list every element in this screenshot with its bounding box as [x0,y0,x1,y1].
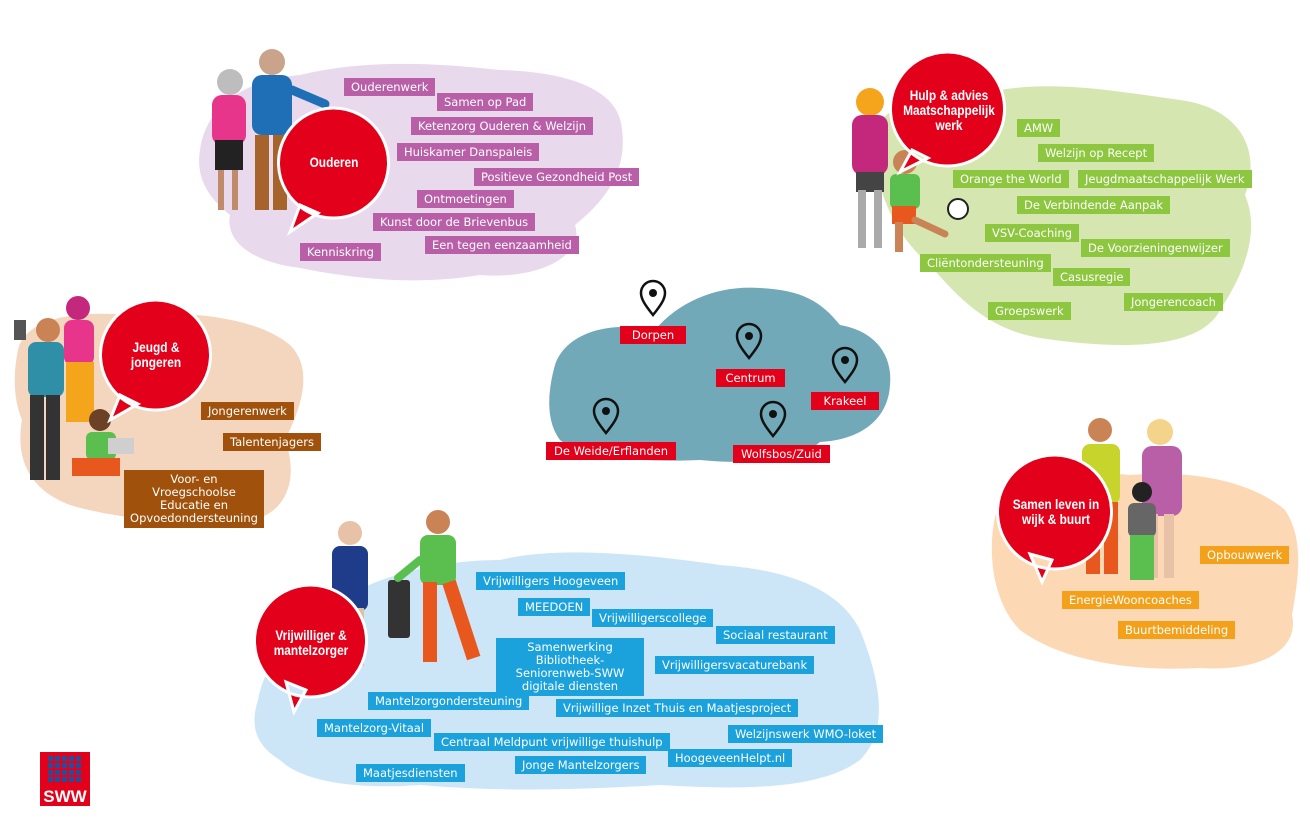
hulp-title: Hulp & advies Maatschappelijk werk [903,87,995,133]
vrijwilliger-tag[interactable]: Mantelzorgondersteuning [368,692,530,710]
ouderen-tag[interactable]: Samen op Pad [437,93,534,111]
vrijwilliger-tag[interactable]: Centraal Meldpunt vrijwillige thuishulp [434,733,670,751]
pin-icon [831,346,859,385]
hulp-tag[interactable]: VSV-Coaching [985,224,1080,242]
jeugd-bubble-shape [99,298,212,424]
vrijwilliger-tag[interactable]: MEEDOEN [518,598,591,616]
vrijwilliger-tag[interactable]: Jonge Mantelzorgers [515,756,647,774]
hulp-tag[interactable]: De Verbindende Aanpak [1017,196,1171,214]
samen-people-illustration [1082,418,1182,580]
location-label[interactable]: Centrum [716,369,785,387]
vrijwilliger-tag[interactable]: Samenwerking Bibliotheek-Seniorenweb-SWW… [496,638,644,696]
ouderen-tag[interactable]: Kunst door de Brievenbus [373,213,536,231]
samen-bubble-shape [996,453,1113,586]
hulp-tag[interactable]: Casusregie [1053,268,1131,286]
vrijwilliger-tag[interactable]: Sociaal restaurant [716,626,835,644]
vrijwilliger-tag[interactable]: HoogeveenHelpt.nl [668,749,793,767]
location-label[interactable]: De Weide/Erflanden [546,442,677,460]
location-label[interactable]: Krakeel [811,392,879,410]
hulp-tag[interactable]: Jeugdmaatschappelijk Werk [1078,170,1252,188]
location-label[interactable]: Wolfsbos/Zuid [733,445,830,463]
ouderen-tag[interactable]: Positieve Gezondheid Post [474,168,640,186]
hulp-tag[interactable]: Groepswerk [988,302,1071,320]
logo-text: SWW [43,787,87,806]
sww-logo: SWW [40,752,90,806]
samen-tag[interactable]: EnergieWooncoaches [1062,591,1199,609]
ouderen-tag[interactable]: Ouderenwerk [344,78,436,96]
location-label[interactable]: Dorpen [620,326,686,344]
samen-tag[interactable]: Opbouwwerk [1200,546,1290,564]
vrijwilliger-tag[interactable]: Vrijwilligerscollege [592,609,714,627]
hulp-tag[interactable]: De Voorzieningenwijzer [1081,239,1230,257]
pin-icon [592,397,620,436]
hulp-tag[interactable]: Cliëntondersteuning [920,254,1051,272]
ouderen-bubble-shape [277,106,390,236]
vrijwilliger-bubble-shape [253,583,368,717]
vrijwilliger-tag[interactable]: Welzijnswerk WMO-loket [728,725,884,743]
ouderen-tag[interactable]: Ontmoetingen [417,190,514,208]
pin-icon [639,279,667,318]
vrijwilliger-tag[interactable]: Vrijwillige Inzet Thuis en Maatjesprojec… [556,699,799,717]
jeugd-people-illustration [14,296,134,480]
ouderen-title: Ouderen [309,154,359,170]
ouderen-tag[interactable]: Een tegen eenzaamheid [425,236,579,254]
jeugd-tag[interactable]: Talentenjagers [223,433,321,451]
pin-icon [759,400,787,439]
jeugd-tag[interactable]: Voor- en Vroegschoolse Educatie en Opvoe… [124,470,264,528]
ouderen-tag[interactable]: Kenniskring [300,243,381,261]
vrijwilliger-tag[interactable]: Maatjesdiensten [356,764,465,782]
hulp-tag[interactable]: AMW [1017,119,1061,137]
ouderen-tag[interactable]: Ketenzorg Ouderen & Welzijn [411,117,593,135]
ouderen-tag[interactable]: Huiskamer Danspaleis [397,143,540,161]
jeugd-tag[interactable]: Jongerenwerk [201,402,294,420]
samen-tag[interactable]: Buurtbemiddeling [1118,621,1236,639]
hulp-bubble-shape [889,50,1006,176]
jeugd-title: Jeugd & jongeren [130,340,182,370]
pin-icon [735,322,763,361]
vrijwilliger-tag[interactable]: Vrijwilligersvacaturebank [655,656,815,674]
hulp-tag[interactable]: Jongerencoach [1124,293,1223,311]
hulp-tag[interactable]: Welzijn op Recept [1038,144,1155,162]
hulp-tag[interactable]: Orange the World [953,170,1069,188]
samen-title: Samen leven in wijk & buurt [1012,497,1100,527]
vrijwilliger-title: Vrijwilliger & mantelzorger [273,627,349,658]
vrijwilliger-tag[interactable]: Mantelzorg-Vitaal [317,719,432,737]
vrijwilliger-tag[interactable]: Vrijwilligers Hoogeveen [476,572,626,590]
